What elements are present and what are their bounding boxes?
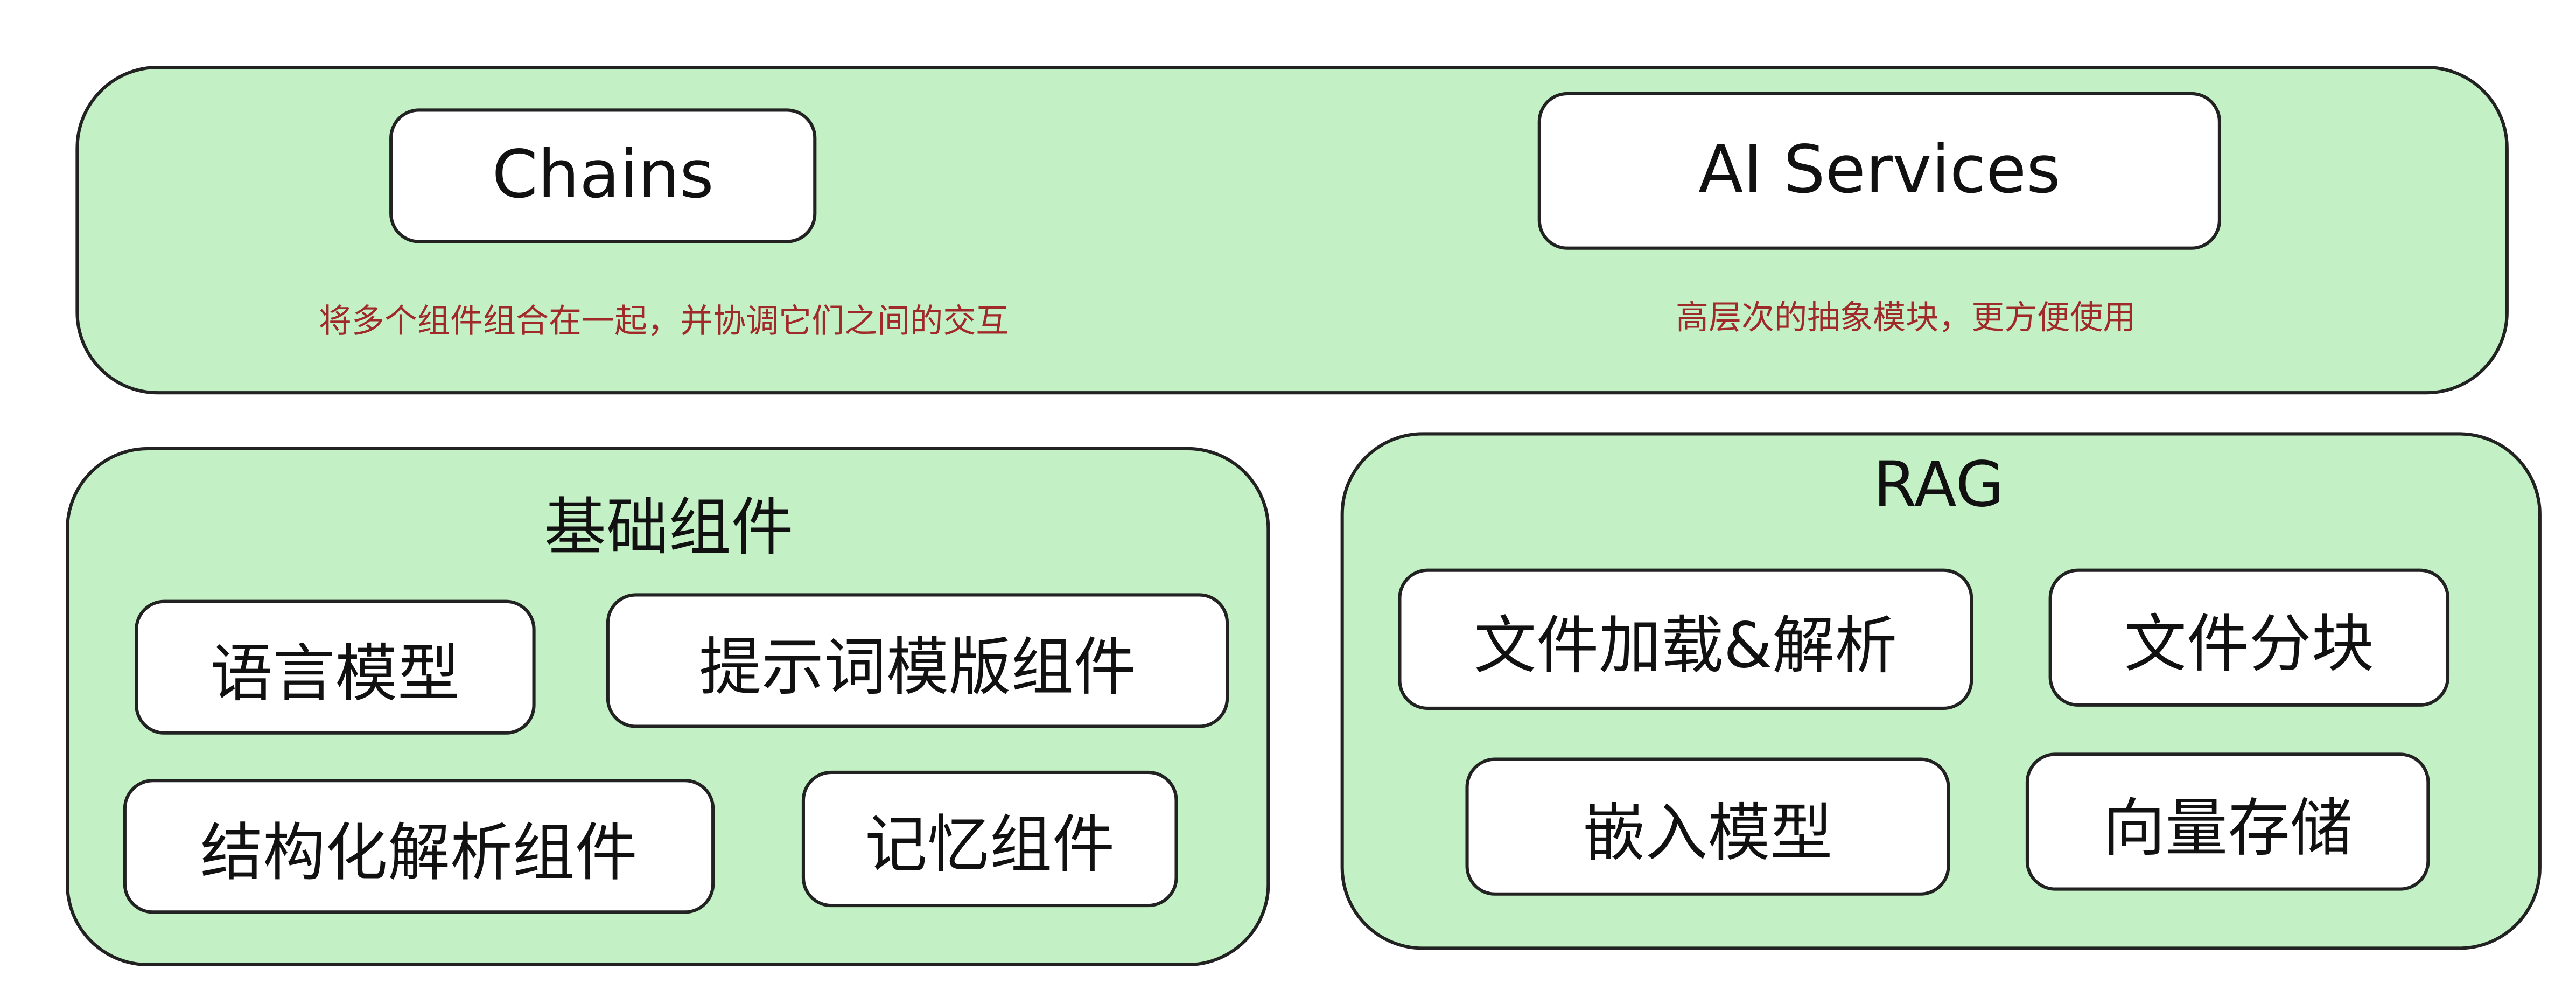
memory-box: 记忆组件: [801, 770, 1178, 908]
text-splitter-box: 文件分块: [2048, 568, 2450, 707]
embedding-model-box: 嵌入模型: [1465, 757, 1950, 896]
basic-components-title: 基础组件: [543, 491, 794, 564]
chains-note: 将多个组件组合在一起，并协调它们之间的交互: [318, 301, 1009, 340]
ai-services-note: 高层次的抽象模块，更方便使用: [1676, 297, 2136, 337]
language-model-box: 语言模型: [135, 599, 536, 735]
document-loader-box: 文件加载&解析: [1398, 568, 1973, 710]
vector-store-box: 向量存储: [2025, 752, 2430, 891]
output-parser-box: 结构化解析组件: [123, 779, 715, 914]
ai-services-box: AI Services: [1537, 92, 2221, 250]
prompt-template-box: 提示词模版组件: [606, 593, 1229, 728]
chains-box: Chains: [389, 108, 817, 243]
rag-title: RAG: [1873, 448, 2004, 521]
